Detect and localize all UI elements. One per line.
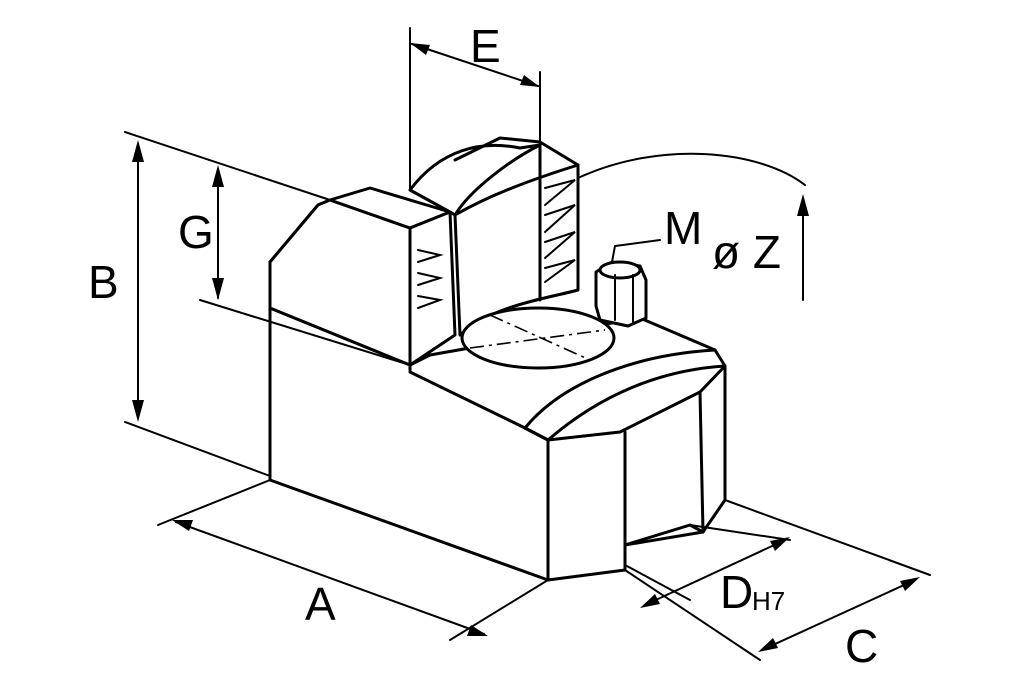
upper-step (268, 136, 616, 370)
label-D-subscript: H7 (752, 586, 785, 616)
saddle-back (453, 136, 580, 167)
label-B: B (88, 256, 119, 308)
label-G: G (178, 206, 214, 258)
centerline-d (489, 314, 591, 361)
thread-marks-bore (544, 179, 576, 283)
threaded-step (408, 210, 457, 367)
label-D: D (720, 566, 753, 618)
thread-marks-left (417, 249, 444, 309)
hex-screw (594, 260, 648, 328)
label-A: A (305, 578, 336, 630)
jaw-body (268, 198, 727, 582)
right-end-inner-edge (698, 390, 705, 534)
label-E: E (470, 20, 501, 72)
bore-circle (460, 306, 616, 370)
label-Z: ø Z (712, 226, 781, 278)
label-C: C (845, 620, 878, 672)
nose-front-edge (523, 426, 550, 442)
label-M: M (664, 202, 702, 254)
dimension-lines (124, 27, 931, 661)
centerline-h (469, 329, 606, 349)
top-nose (523, 348, 727, 442)
